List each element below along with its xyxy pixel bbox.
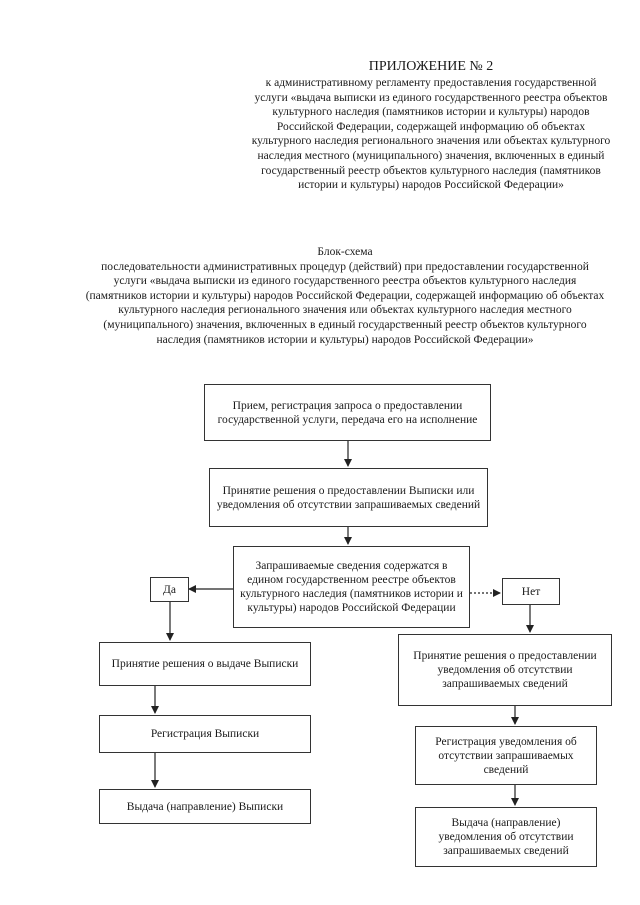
no-register-notification: Регистрация уведомления об отсутствии за… xyxy=(415,726,597,785)
decision-info-exists: Запрашиваемые сведения содержатся в един… xyxy=(233,546,470,628)
branch-yes-label: Да xyxy=(150,577,189,602)
yes-decide-issue-extract: Принятие решения о выдаче Выписки xyxy=(99,642,311,686)
step-decision-making: Принятие решения о предоставлении Выписк… xyxy=(209,468,488,527)
block-scheme-heading: Блок-схема последовательности администра… xyxy=(84,245,606,347)
branch-no-label: Нет xyxy=(502,578,560,605)
no-decide-notification: Принятие решения о предоставлении уведом… xyxy=(398,634,612,706)
block-scheme-description: последовательности административных проц… xyxy=(85,260,605,346)
yes-register-extract: Регистрация Выписки xyxy=(99,715,311,753)
no-issue-notification: Выдача (направление) уведомления об отсу… xyxy=(415,807,597,867)
appendix-subtitle: к административному регламенту предостав… xyxy=(251,77,611,192)
appendix-title: ПРИЛОЖЕНИЕ № 2 xyxy=(368,59,494,74)
step-receive-register: Прием, регистрация запроса о предоставле… xyxy=(204,384,491,441)
yes-issue-extract: Выдача (направление) Выписки xyxy=(99,789,311,824)
block-scheme-title: Блок-схема xyxy=(317,246,373,258)
document-header: ПРИЛОЖЕНИЕ № 2 к административному регла… xyxy=(250,58,612,193)
